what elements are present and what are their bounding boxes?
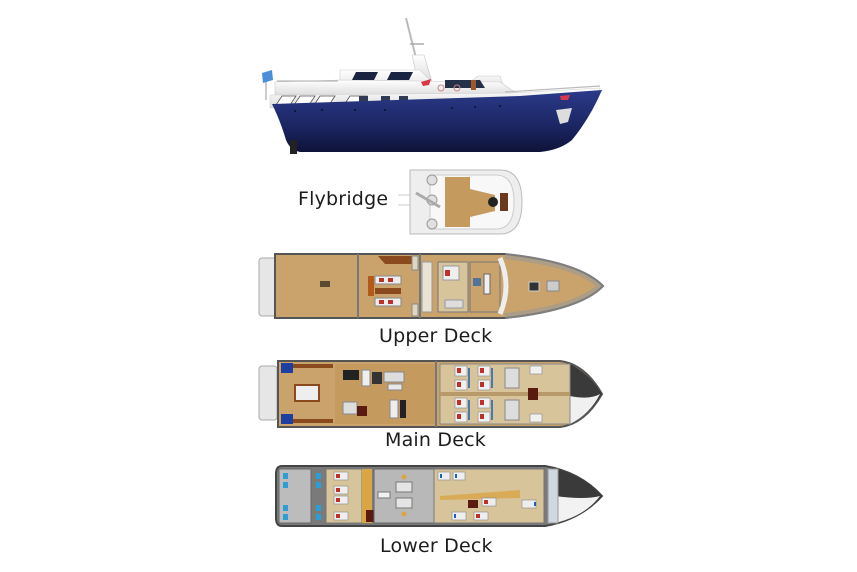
flybridge-plan — [398, 169, 523, 235]
yacht-side-profile — [262, 17, 602, 154]
deck-label-flybridge: Flybridge — [298, 188, 389, 210]
lower-deck-plan — [275, 465, 604, 527]
flag-icon — [262, 70, 273, 100]
deck-label-lower: Lower Deck — [380, 535, 493, 557]
upper-deck-plan — [258, 253, 605, 319]
deck-label-main: Main Deck — [385, 429, 486, 451]
main-deck-plan — [258, 360, 604, 428]
deck-label-upper: Upper Deck — [379, 325, 493, 347]
